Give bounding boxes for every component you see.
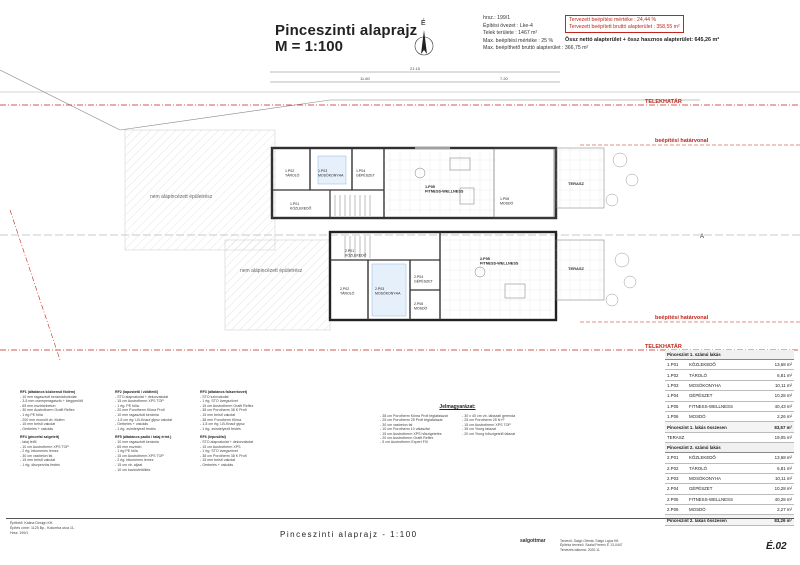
sheet-number: É.02 bbox=[766, 541, 787, 552]
info-line: Építési övezet : Lke-4 bbox=[483, 22, 533, 29]
footer-client-info: Építtető: Kalina Design Kft. Építés címe… bbox=[10, 521, 75, 535]
page-title: Pinceszinti alaprajz bbox=[275, 22, 418, 39]
boundary-line bbox=[0, 69, 700, 131]
north-label: É bbox=[421, 18, 426, 27]
section-marker-a: A bbox=[700, 234, 704, 240]
spec-column-1: RF1 (általános közbenső födém) - 10 mm r… bbox=[20, 390, 84, 467]
project-info: hrsz.: 199/1 Építési övezet : Lke-4 Tele… bbox=[483, 15, 588, 53]
telekhatar-label-top: TELEKHATÁR bbox=[645, 98, 682, 105]
nem-alapi-label-1: nem alápincézett épületrész bbox=[150, 194, 213, 200]
legend-item: - 20 cm Ytong hőszigetelő falazat bbox=[462, 431, 516, 436]
legend-item: - 20 cm Austrotherm Grafit Reflex bbox=[380, 436, 434, 441]
area-summary: Össz nettó alapterület + össz hasznos al… bbox=[565, 37, 720, 43]
legend-right: - 30 x 40 cm vb. lábazati gerenda - 25 c… bbox=[462, 414, 538, 436]
unbasement-area-2 bbox=[224, 239, 331, 331]
info-line: Telek területe : 1467 m² bbox=[483, 30, 538, 37]
floor-plan-drawing: 21.15 11.60 7.20 nem alápincézett épület… bbox=[0, 66, 800, 360]
unit-1-plan bbox=[270, 146, 558, 220]
dim-text: 7.20 bbox=[500, 76, 509, 81]
legend-item: - 15 cm Austrotherm XPS TOP bbox=[462, 422, 511, 427]
legend-item: - 35 cm Ytong falazat bbox=[462, 427, 496, 432]
unbasement-area-1 bbox=[124, 129, 276, 251]
telekhatar-label-bottom: TELEKHATÁR bbox=[645, 343, 682, 350]
scale-label: M = 1:100 bbox=[275, 38, 343, 55]
ratio-line: Tervezett beépítési mértéke : 24,44 % bbox=[569, 17, 657, 23]
legend-item: - 5 cm Austrotherm Expert FIX bbox=[380, 440, 429, 445]
beepitesi-label-top: beépítési határvonal bbox=[655, 138, 709, 144]
north-arrow-icon: É bbox=[414, 18, 434, 56]
legend-item: - 15 cm Austrotherm XPS hőszigetelés bbox=[380, 431, 442, 436]
unit-1-title: Pinceszint 1. számú lakás bbox=[665, 350, 794, 360]
title-block bbox=[6, 518, 794, 560]
spec-column-2: RF2 (lapostető / zöldtető) - STO alapvak… bbox=[115, 390, 173, 472]
legend-item: - 10 cm Porotherm 10 válaszfal bbox=[380, 427, 430, 432]
footer-sheet-title: Pinceszinti alaprajz - 1:100 bbox=[280, 530, 418, 539]
legend-item: - 25 cm Porotherm 25 Profi téglafalazat bbox=[380, 418, 443, 423]
info-line: Max. beépítési mértéke : 25 % bbox=[483, 37, 554, 44]
garden-greenery bbox=[605, 152, 639, 307]
legend-title: Jelmagyarázat: bbox=[439, 404, 476, 410]
info-line: hrsz.: 199/1 bbox=[483, 15, 511, 21]
legend-item: - 30 cm vasbeton fal bbox=[380, 422, 413, 427]
legend-item: - 30 x 40 cm vb. lábazati gerenda bbox=[462, 414, 516, 418]
planned-ratio-box: Tervezett beépítési mértéke : 24,44 % Te… bbox=[565, 15, 684, 33]
info-line: Max. beépíthető bruttó alapterület : 366… bbox=[483, 45, 589, 52]
company-logo: salgottmar bbox=[520, 538, 546, 544]
dim-text: 21.15 bbox=[410, 66, 421, 71]
unit-2-plan bbox=[328, 230, 558, 322]
terrace-2 bbox=[555, 239, 605, 301]
terrace-label-1: TERASZ bbox=[568, 181, 585, 186]
unit-2-title: Pinceszint 2. számú lakás bbox=[665, 443, 794, 454]
beepitesi-label-bottom: beépítési határvonal bbox=[655, 315, 709, 321]
footer-designer-info: Tervező: Salgó Ottmár, Salgó Lajos Kft. … bbox=[560, 539, 623, 552]
ratio-line: Tervezett beépített bruttó alapterület :… bbox=[569, 24, 680, 30]
spec-column-3: RF3 (általános falszerkezet) - STO színv… bbox=[200, 390, 254, 467]
nem-alapi-label-2: nem alápincézett épületrész bbox=[240, 268, 303, 274]
dim-text: 11.60 bbox=[360, 76, 370, 81]
legend-item: - 38 cm Porotherm Klíma Profi téglafalaz… bbox=[380, 414, 448, 418]
legend-left: - 38 cm Porotherm Klíma Profi téglafalaz… bbox=[380, 414, 458, 445]
terrace-1 bbox=[555, 147, 605, 209]
terrace-label-2: TERASZ bbox=[568, 266, 585, 271]
telekhatar-diagonal bbox=[9, 209, 61, 360]
legend-item: - 25 cm Porotherm 25 N+F bbox=[462, 418, 505, 423]
